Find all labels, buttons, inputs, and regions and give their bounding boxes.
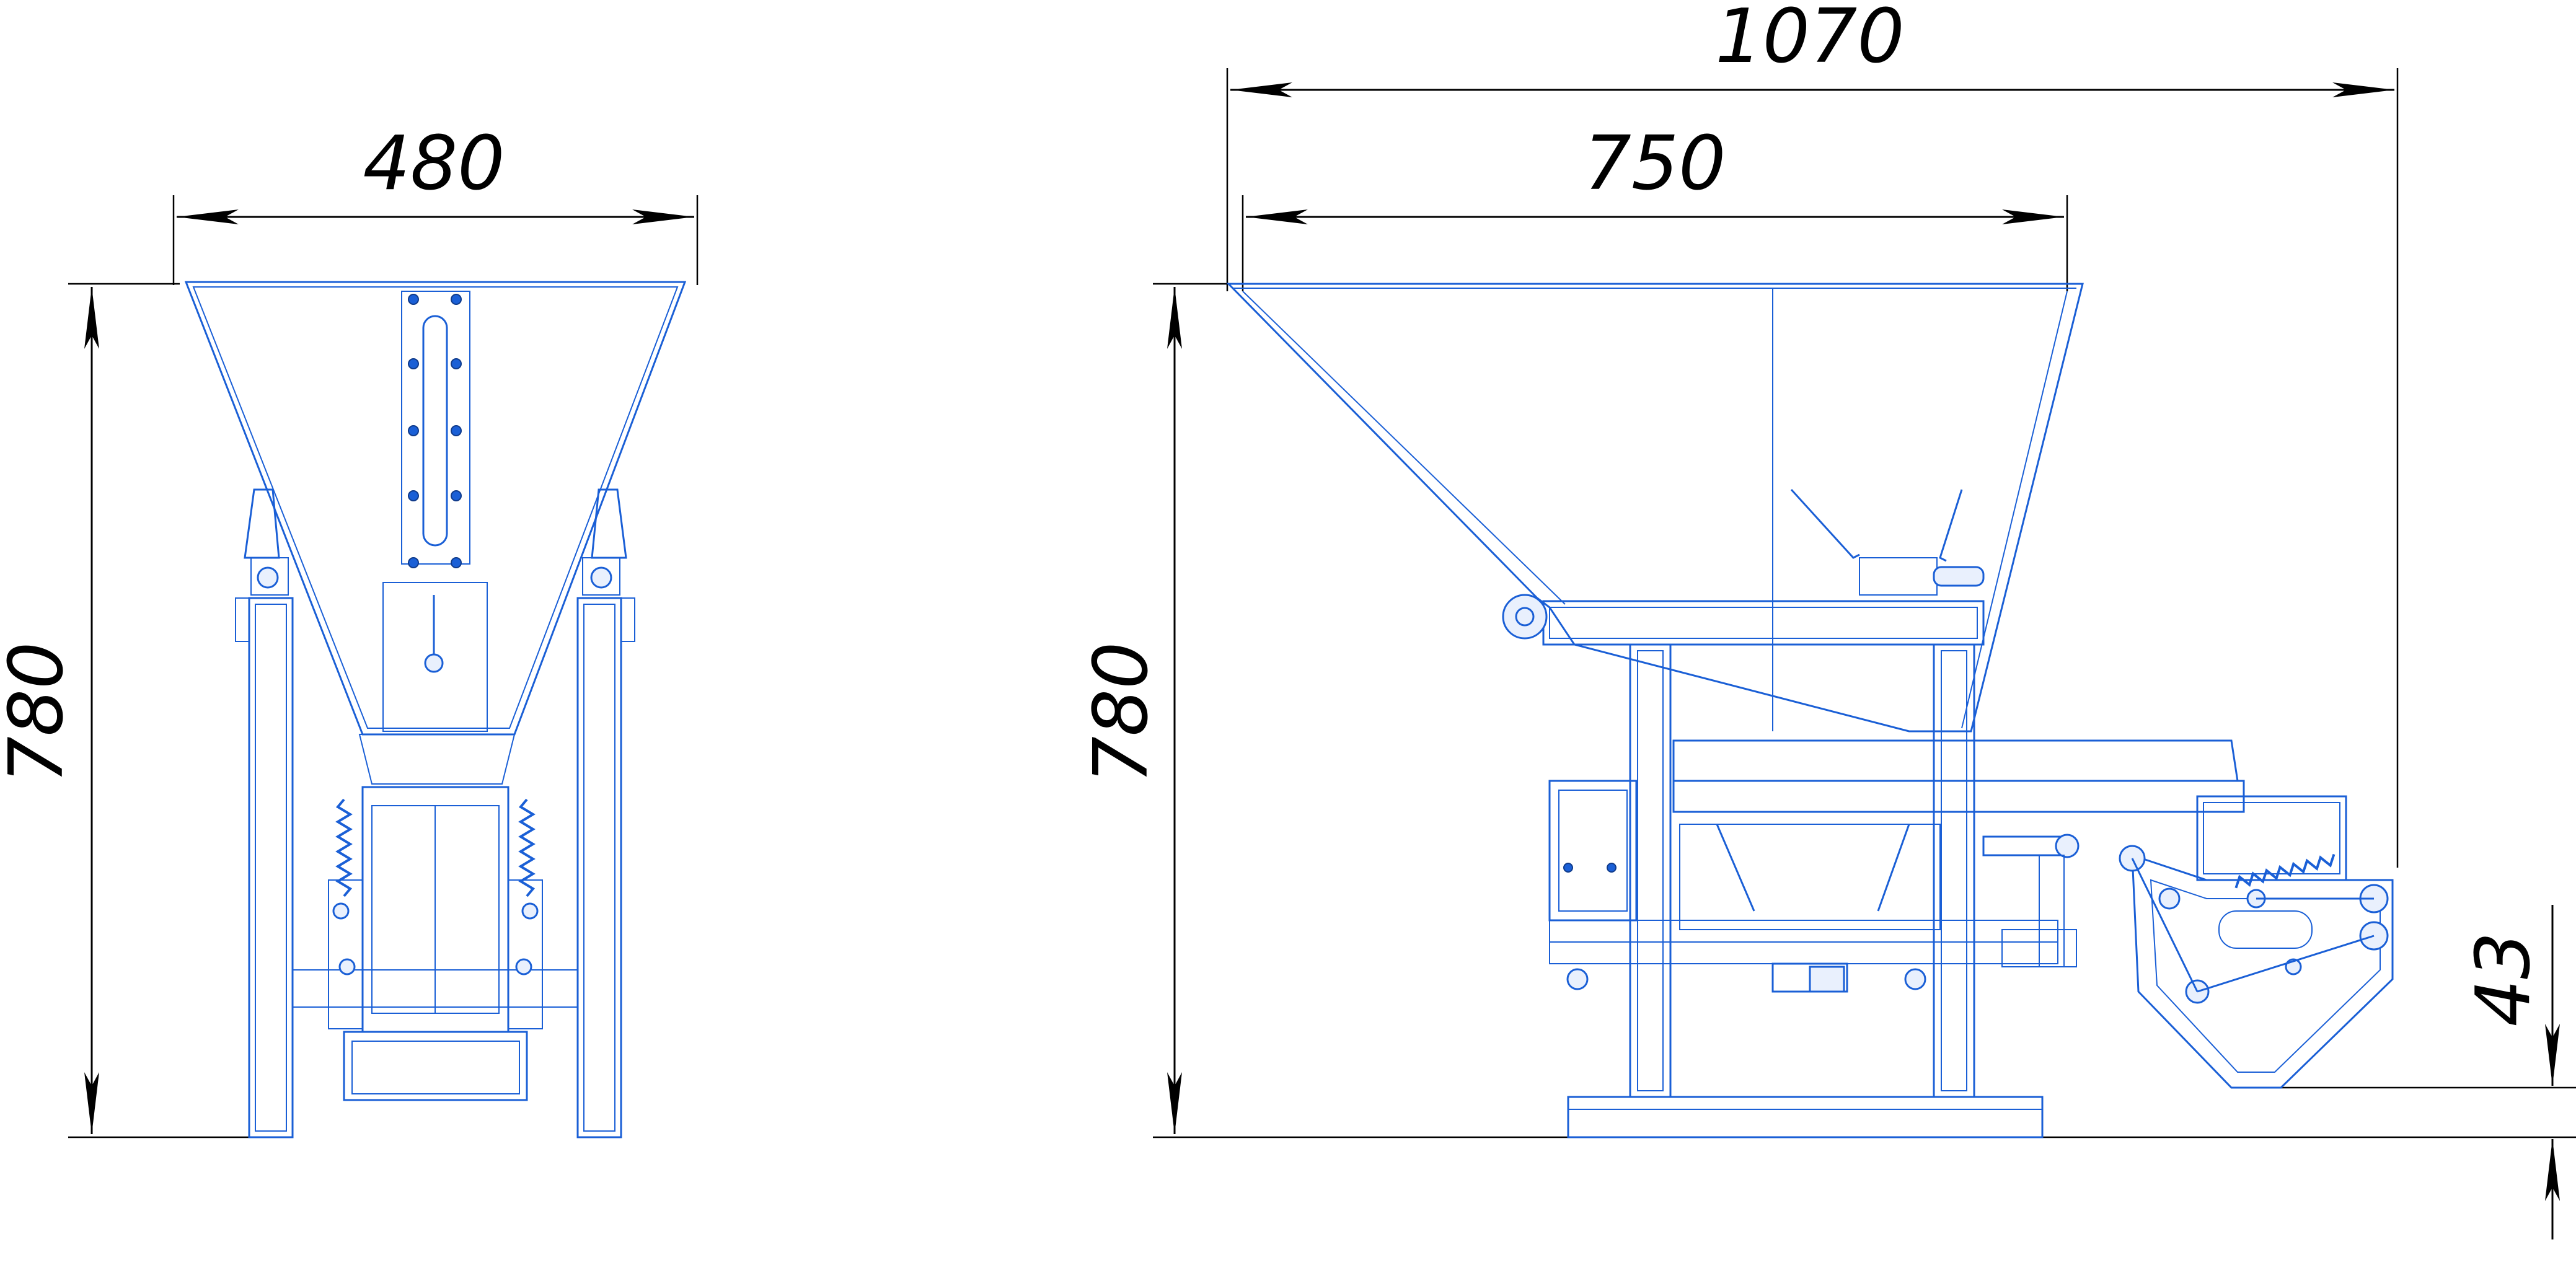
side-overall-length-label: 1070 xyxy=(1715,0,1904,80)
side-overall-length-dimension: 1070 xyxy=(1226,0,2399,868)
side-view: 1070 750 780 43 xyxy=(1078,0,2576,1239)
front-view: 480 780 xyxy=(0,121,699,1138)
front-mechanism xyxy=(328,734,543,1101)
side-height-label: 780 xyxy=(1078,641,1165,783)
front-height-label: 780 xyxy=(0,641,80,783)
side-vibrator xyxy=(1548,739,2245,993)
front-legs xyxy=(235,597,635,1138)
side-frame xyxy=(1502,594,2044,1138)
front-brackets xyxy=(244,488,627,596)
side-hopper-length-dimension: 750 xyxy=(1242,121,2068,291)
side-hopper xyxy=(1226,283,2084,733)
front-width-label: 480 xyxy=(363,121,505,207)
front-height-dimension: 780 xyxy=(0,283,279,1138)
side-clearance-dimension: 43 xyxy=(2281,905,2576,1239)
front-hopper xyxy=(184,281,687,736)
side-tail-assembly xyxy=(2119,795,2394,1089)
front-width-dimension: 480 xyxy=(172,121,699,285)
side-height-dimension: 780 xyxy=(1078,283,2576,1138)
side-hopper-length-label: 750 xyxy=(1584,121,1726,207)
side-clearance-label: 43 xyxy=(2461,932,2547,1027)
